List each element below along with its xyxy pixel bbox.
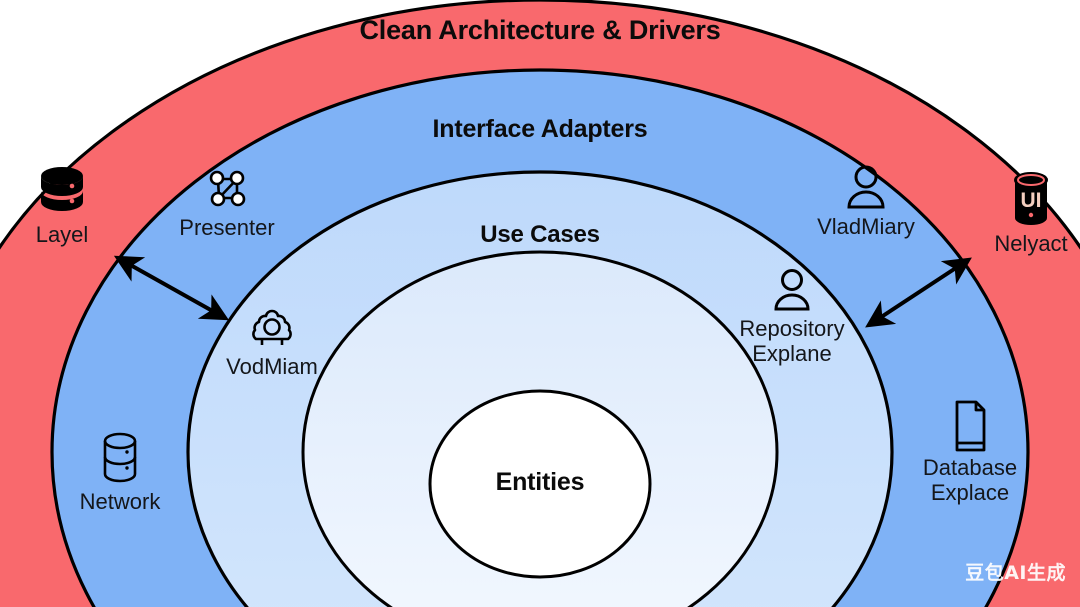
ring-entities xyxy=(428,389,652,579)
node-presenter-label: Presenter xyxy=(179,215,275,240)
node-network-label: Network xyxy=(79,489,161,514)
user-icon xyxy=(771,267,813,315)
node-vladmiary[interactable]: VladMiary xyxy=(791,163,941,240)
node-network[interactable]: Network xyxy=(45,430,195,515)
arrow-layel-vodmiam xyxy=(113,255,230,321)
node-nelyact-label: Nelyact xyxy=(994,231,1068,256)
document-icon xyxy=(948,398,992,454)
network-graph-icon xyxy=(203,166,251,214)
ring-label-entities: Entities xyxy=(495,468,585,496)
arrow-nelyact-repository xyxy=(865,257,972,328)
database-stack-filled-icon xyxy=(36,163,88,221)
node-presenter[interactable]: Presenter xyxy=(152,166,302,241)
gear-cluster-icon xyxy=(247,305,297,353)
ui-cylinder-text: UI xyxy=(1021,189,1042,212)
ring-label-interface-adapters: Interface Adapters xyxy=(432,115,648,143)
node-repository-label: Repository Explane xyxy=(739,316,845,366)
node-vladmiary-label: VladMiary xyxy=(817,214,915,239)
watermark: 豆包AI生成 xyxy=(965,562,1066,584)
node-vodmiam-label: VodMiam xyxy=(226,354,318,379)
node-vodmiam[interactable]: VodMiam xyxy=(197,305,347,380)
node-layel-label: Layel xyxy=(35,222,89,247)
ring-label-drivers: Clean Architecture & Drivers xyxy=(359,15,721,45)
node-layel[interactable]: Layel xyxy=(0,163,137,248)
node-nelyact[interactable]: UI Nelyact xyxy=(956,170,1080,257)
node-repository-explane[interactable]: Repository Explane xyxy=(717,267,867,366)
database-cylinder-icon xyxy=(96,430,144,488)
user-icon xyxy=(844,163,888,213)
node-database-label: Database Explace xyxy=(922,455,1018,505)
node-database-explace[interactable]: Database Explace xyxy=(895,398,1045,505)
ui-cylinder-filled-icon: UI xyxy=(1007,170,1055,230)
ring-label-use-cases: Use Cases xyxy=(480,221,600,248)
